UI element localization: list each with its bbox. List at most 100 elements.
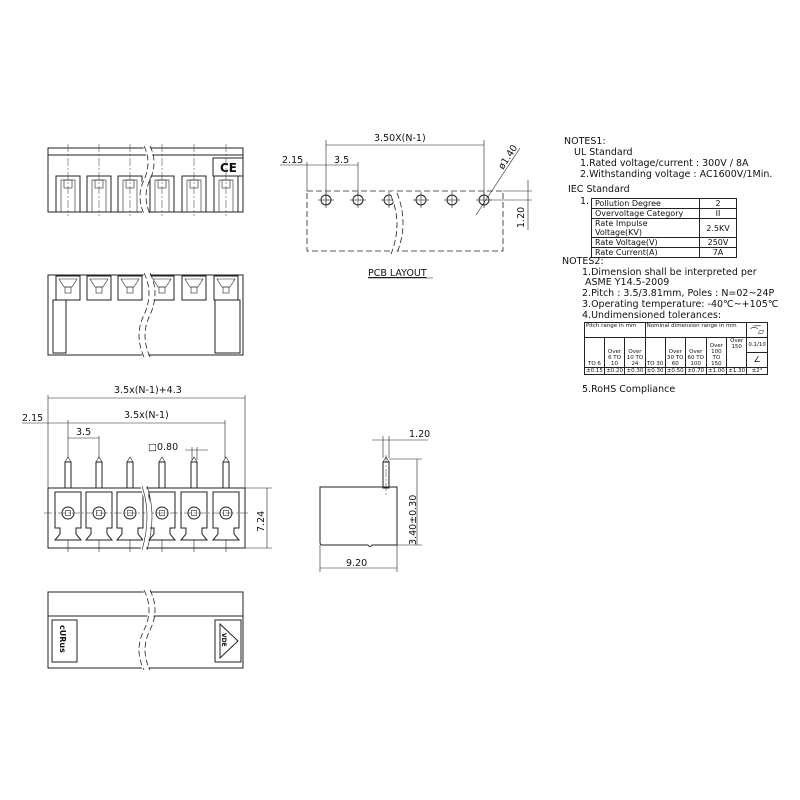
tolerance-cell: ±0.30 [644,367,666,375]
break-line [138,272,156,358]
note-item: 4.Undimensioned tolerances: [582,310,721,321]
screw-icon [158,286,166,294]
depth-dim: 9.20 [346,558,367,569]
iec-label: Pollution Degree [591,198,700,209]
vde-mark-triangle [219,622,239,660]
screw-access-box [86,275,112,301]
terminal-cell [147,491,177,541]
pcb-layout: 3.50X(N-1) 2.15 3.5 ø1.40 1.20 PCB LAYOU… [280,133,532,279]
pcb-hole-diameter-dim: ø1.40 [496,143,520,172]
table-row: ±0.15 ±0.20 ±0.30 ±0.30 ±0.50 ±0.70 ±1.0… [584,367,768,375]
table-row: Rate Voltage(V)250V [591,237,737,248]
ul-standard-title: UL Standard [574,147,632,158]
pin-size-dim: □0.80 [148,442,178,453]
ce-mark-box [212,157,244,177]
terminal-cell [179,491,209,541]
height-dim: 7.24 [256,511,267,532]
pitch-total-dim: 3.5x(N-1) [124,410,169,421]
screw-funnel [58,278,78,288]
screw-funnel [89,278,109,288]
screw-funnel [184,278,204,288]
screw-icon [221,179,231,189]
side-view: 1.20 3.40±0.30 9.20 [319,429,430,572]
range-cell: TO 6 [584,337,605,368]
table-row: Rate Impulse Voltage(KV)2.5KV [591,218,737,238]
pin [95,461,103,489]
ce-mark: CE [220,161,237,175]
screw-icon [63,179,73,189]
pin [126,461,134,489]
range-cell: Over 60 TO 100 [684,337,707,368]
pin [222,461,230,489]
screw-access-box [181,275,207,301]
pin-offset-dim: 1.20 [409,429,430,440]
table-row: TO 6 Over 6 TO 10 Over 10 TO 24 TO 30 Ov… [584,337,768,368]
iec-value: II [699,208,737,219]
terminal-cell [115,491,145,541]
iec-label: Rate Voltage(V) [591,237,700,248]
break-line [139,145,155,215]
ul-item: 1.Rated voltage/current : 300V / 8A [580,158,749,169]
tolerance-cell: ±1.00 [705,367,728,375]
screw-funnel [216,278,236,288]
flatness-value: 0.1/10 [746,337,768,353]
terminal-cell [84,491,114,541]
range-cell: Over 100 TO 150 [705,337,728,368]
pin-length-dim: 3.40±0.30 [408,495,419,545]
pcb-pitch-dim: 3.5 [334,155,349,166]
range-cell: Over 10 TO 24 [624,337,646,368]
range-cell: Over 6 TO 10 [603,337,626,368]
table-row: Rate Current(A)7A [591,247,737,258]
pcb-layout-title: PCB LAYOUT [368,268,427,279]
iec-label: Rate Impulse Voltage(KV) [591,218,700,238]
screw-icon [125,179,135,189]
screw-icon [94,179,104,189]
pin-tip [222,456,230,463]
tolerance-cell: ±0.30 [624,367,646,375]
tolerance-cell: ±0.20 [603,367,626,375]
iec-value: 250V [699,237,737,248]
note-item: 1.Dimension shall be interpreted per [582,267,757,278]
pin [190,461,198,489]
screw-icon [126,286,134,294]
note-item: ASME Y14.5-2009 [585,277,669,288]
iec-value: 7A [699,247,737,258]
screw-icon [189,179,199,189]
edge-offset-dim: 2.15 [22,413,43,424]
pin-tip [190,456,198,463]
nominal-range-header: Nominal dimension range in mm [644,322,748,338]
note-item: 3.Operating temperature: -40℃~+105℃ [582,299,779,310]
note-item: 2.Pitch : 3.5/3.81mm, Poles : N=02~24P [582,288,775,299]
pin-tip [126,456,134,463]
screw-access-box [117,275,143,301]
symbols-header: —⌒⏥ [746,322,768,338]
pin [158,461,166,489]
pin [64,461,72,489]
pin-tip [158,456,166,463]
ul-item: 2.Withstanding voltage : AC1600V/1Min. [580,169,772,180]
screw-access-box [55,275,81,301]
notes: NOTES1: UL Standard 1.Rated voltage/curr… [562,136,779,395]
range-cell: TO 30 [644,337,666,368]
screw-icon [190,286,198,294]
angle-symbol: ∠ [746,352,768,368]
tolerance-cell: ±0.70 [684,367,707,375]
iec-index: 1. [580,196,589,207]
ul-mark: cURus [58,625,67,653]
terminal-cell [211,491,241,541]
tolerance-cell: ±1.30 [726,367,748,375]
range-cell: Over 150 [726,337,748,368]
pcb-edge-offset-dim: 2.15 [282,155,303,166]
front-view: 3.5x(N-1)+4.3 3.5x(N-1) 2.15 3.5 □0.80 7… [22,385,272,552]
pcb-row-offset-dim: 1.20 [516,207,527,228]
pitch-dim: 3.5 [76,427,91,438]
screw-icon [95,286,103,294]
range-cell: Over 30 TO 60 [664,337,686,368]
angle-tolerance: ±2° [746,367,768,375]
tolerance-table: Pitch range in mm Nominal dimension rang… [584,322,768,375]
screw-icon [64,286,72,294]
screw-funnel [120,278,140,288]
